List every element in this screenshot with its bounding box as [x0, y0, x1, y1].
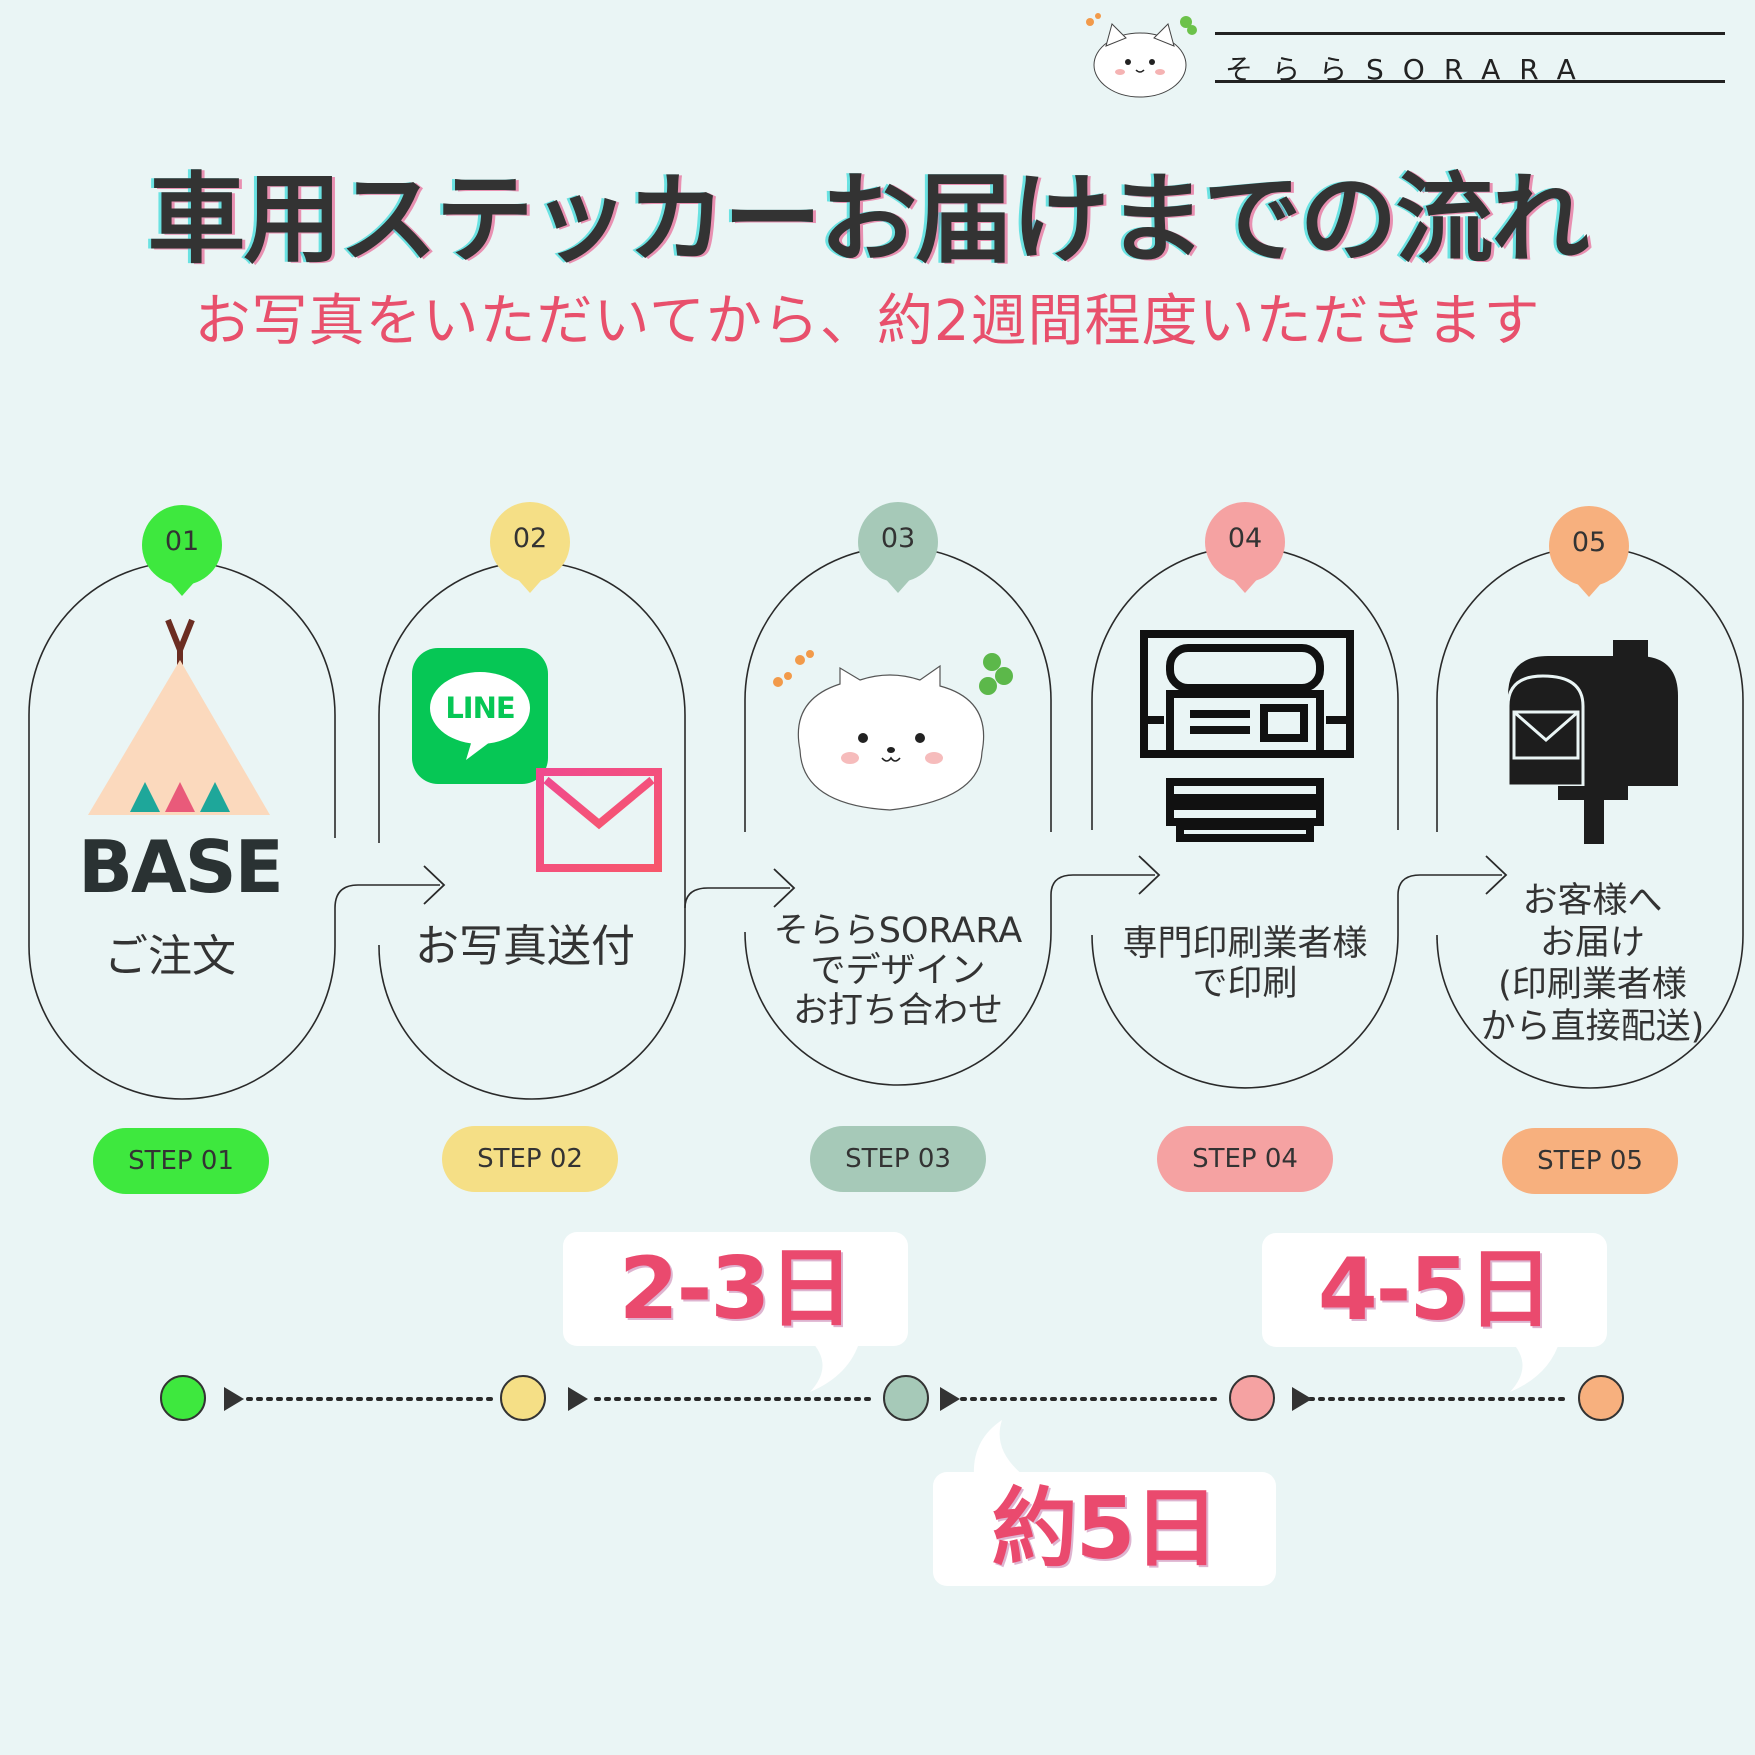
step-03-bottom: [744, 874, 1155, 1086]
step-04-number-badge: 04: [1205, 502, 1285, 582]
step-04-badge-tip: [1229, 575, 1261, 593]
step-02-number-badge: 02: [490, 502, 570, 582]
step-03-badge-tip: [882, 575, 914, 593]
timeline-node-01: [160, 1375, 206, 1421]
timeline-node-02: [500, 1375, 546, 1421]
step-02-badge-tip: [514, 575, 546, 593]
step-01-badge-tip: [166, 578, 198, 596]
line-app-label: LINE: [445, 691, 515, 725]
step-01-frame: [28, 561, 440, 1100]
duration-label-2: 約5日: [991, 1479, 1220, 1579]
duration-bubble-3-tail: [1510, 1340, 1560, 1392]
step-05-label: お客様へ お届け (印刷業者様 から直接配送): [1480, 881, 1705, 1047]
duration-bubble-3: 4-5日: [1262, 1233, 1607, 1347]
step-02-pill: STEP 02: [442, 1126, 618, 1192]
timeline-node-04: [1229, 1375, 1275, 1421]
base-tent-icon: BASE: [70, 600, 290, 909]
duration-label-3: 4-5日: [1317, 1240, 1553, 1340]
step-03-label: そららSORARA でデザイン お打ち合わせ: [773, 911, 1023, 1031]
timeline-node-03: [883, 1375, 929, 1421]
mailbox-icon: [1506, 640, 1678, 844]
timeline-node-05: [1578, 1375, 1624, 1421]
brand-rule-bottom: [1215, 80, 1725, 83]
step-04-pill: STEP 04: [1157, 1126, 1333, 1192]
step-05-frame: [1436, 546, 1744, 1089]
step-04-label: 専門印刷業者様 で印刷: [1122, 924, 1368, 1004]
cat-logo-icon: [1086, 13, 1197, 98]
step-01-pill: STEP 01: [93, 1128, 269, 1194]
step-01-number-badge: 01: [142, 505, 222, 585]
line-mail-icon: LINE: [412, 648, 662, 878]
printer-icon: [1140, 630, 1354, 842]
step-03-number-badge: 03: [858, 502, 938, 582]
duration-bubble-1-tail: [810, 1340, 860, 1392]
cat-mascot-icon: [773, 650, 1013, 811]
duration-label-1: 2-3日: [618, 1239, 854, 1339]
step-02-frame: [378, 561, 686, 1100]
step-02-connector: [684, 887, 790, 909]
base-logo-text: BASE: [78, 825, 284, 909]
duration-bubble-1: 2-3日: [563, 1232, 908, 1346]
step-01-label: ご注文: [104, 931, 236, 982]
step-05-badge-tip: [1573, 579, 1605, 597]
step-04-bottom: [1091, 874, 1502, 1089]
duration-bubble-2-tail: [973, 1420, 1024, 1476]
page-subtitle: お写真をいただいてから、約2週間程度いただきます: [194, 289, 1541, 354]
step-02-label: お写真送付: [415, 921, 635, 972]
duration-bubble-2: 約5日: [933, 1472, 1276, 1586]
brand-header: そららSORARA: [1080, 10, 1740, 100]
step-05-pill: STEP 05: [1502, 1128, 1678, 1194]
mail-envelope-icon: [536, 768, 662, 872]
step-05-number-badge: 05: [1549, 506, 1629, 586]
page-title: 車用ステッカーお届けまでの流れ: [147, 163, 1589, 277]
line-app-icon: LINE: [412, 648, 548, 784]
brand-rule-top: [1215, 32, 1725, 35]
step-03-pill: STEP 03: [810, 1126, 986, 1192]
